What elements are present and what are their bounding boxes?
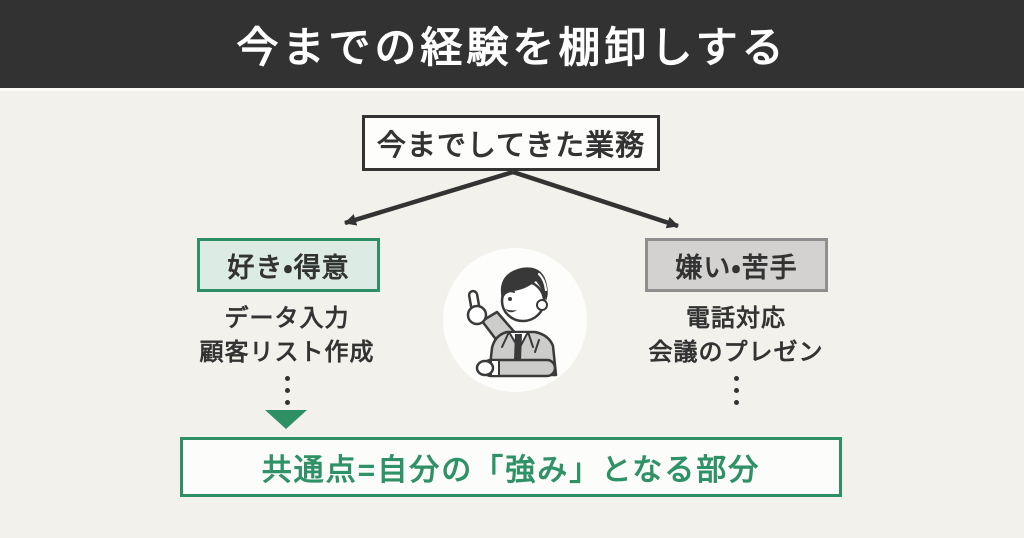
down-triangle-icon [265,410,307,429]
list-item: 会議のプレゼン [648,339,824,366]
source-box: 今までしてきた業務 [362,115,660,171]
page-title: 今までの経験を棚卸しする [236,23,788,71]
left-branch-title-box: 好き・得意 [197,238,380,292]
right-branch-title-box: 嫌い・苦手 [645,238,828,292]
list-item: 顧客リスト作成 [199,339,375,366]
vertical-ellipsis-icon [157,376,417,412]
person-pointing-icon [443,248,587,392]
conclusion-label: 共通点=自分の「強み」となる部分 [261,454,761,487]
header-banner: 今までの経験を棚卸しする [0,0,1024,88]
conclusion-box: 共通点=自分の「強み」となる部分 [180,437,842,497]
header-edge-highlight [0,88,1024,91]
right-branch-title: 嫌い・苦手 [675,252,798,283]
source-box-label: 今までしてきた業務 [376,130,646,162]
list-item: 電話対応 [686,305,786,332]
right-branch-items: 電話対応 会議のプレゼン [606,302,866,370]
person-pointing-illustration [443,248,587,392]
left-branch-items: データ入力 顧客リスト作成 [157,302,417,370]
left-branch-title: 好き・得意 [227,252,350,283]
list-item: データ入力 [224,305,350,332]
vertical-ellipsis-icon [606,376,866,412]
